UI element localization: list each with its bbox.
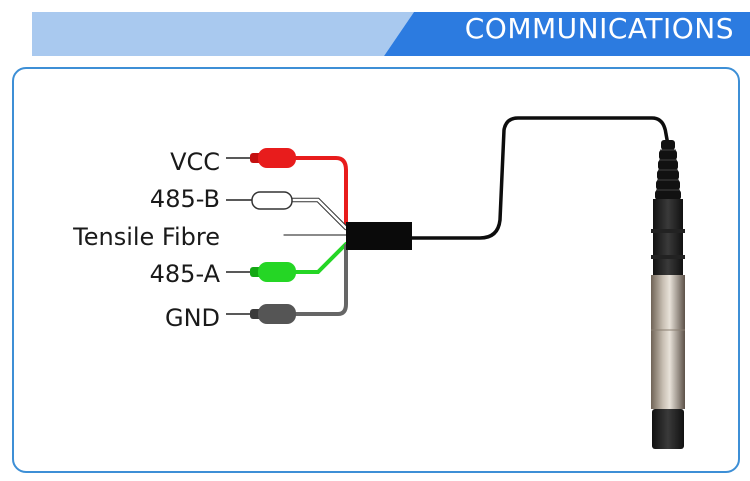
junction-block — [346, 222, 412, 250]
485b-wire — [289, 197, 349, 231]
leader-lines — [226, 157, 252, 315]
gnd-wire — [290, 244, 348, 316]
sensor-probe — [651, 140, 685, 449]
label-gnd: GND — [164, 304, 220, 332]
gnd-connector — [250, 304, 296, 324]
banner-graphic — [32, 12, 750, 56]
vcc-connector — [250, 148, 296, 168]
diagram-panel — [12, 67, 740, 473]
485b-connector — [251, 191, 293, 210]
label-485b: 485-B — [149, 185, 220, 213]
main-cable — [412, 116, 670, 240]
header-banner: COMMUNICATIONS — [0, 0, 750, 58]
vcc-wire — [293, 156, 348, 230]
485a-connector — [250, 262, 296, 282]
label-vcc: VCC — [170, 148, 220, 176]
485a-wire — [293, 242, 348, 274]
label-485a: 485-A — [149, 260, 220, 288]
label-tensile-fibre: Tensile Fibre — [73, 223, 220, 251]
page-title: COMMUNICATIONS — [464, 12, 734, 45]
